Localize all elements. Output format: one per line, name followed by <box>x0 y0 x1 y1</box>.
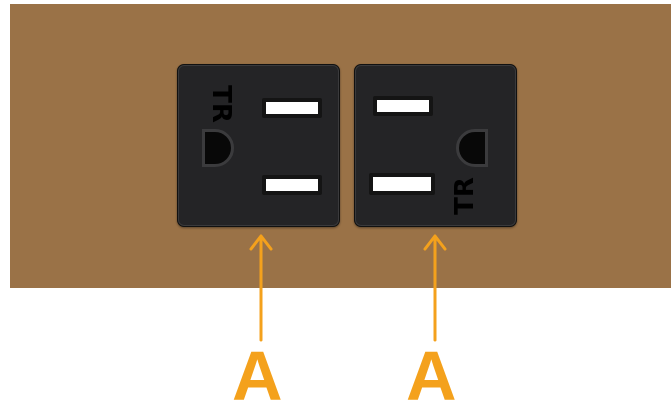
slot-bottom <box>369 173 435 195</box>
outlet-left: TR <box>177 64 340 227</box>
label-a-right: A <box>406 337 457 415</box>
label-a-left: A <box>232 337 283 415</box>
slot-top <box>373 96 433 116</box>
arrow-right <box>423 234 447 342</box>
slot-bottom <box>262 175 322 195</box>
slot-top <box>262 98 322 118</box>
ground-hole <box>202 129 234 167</box>
wall-panel <box>10 4 671 288</box>
arrow-left <box>249 234 273 342</box>
ground-hole <box>456 129 488 167</box>
outlet-right: TR <box>354 64 517 227</box>
